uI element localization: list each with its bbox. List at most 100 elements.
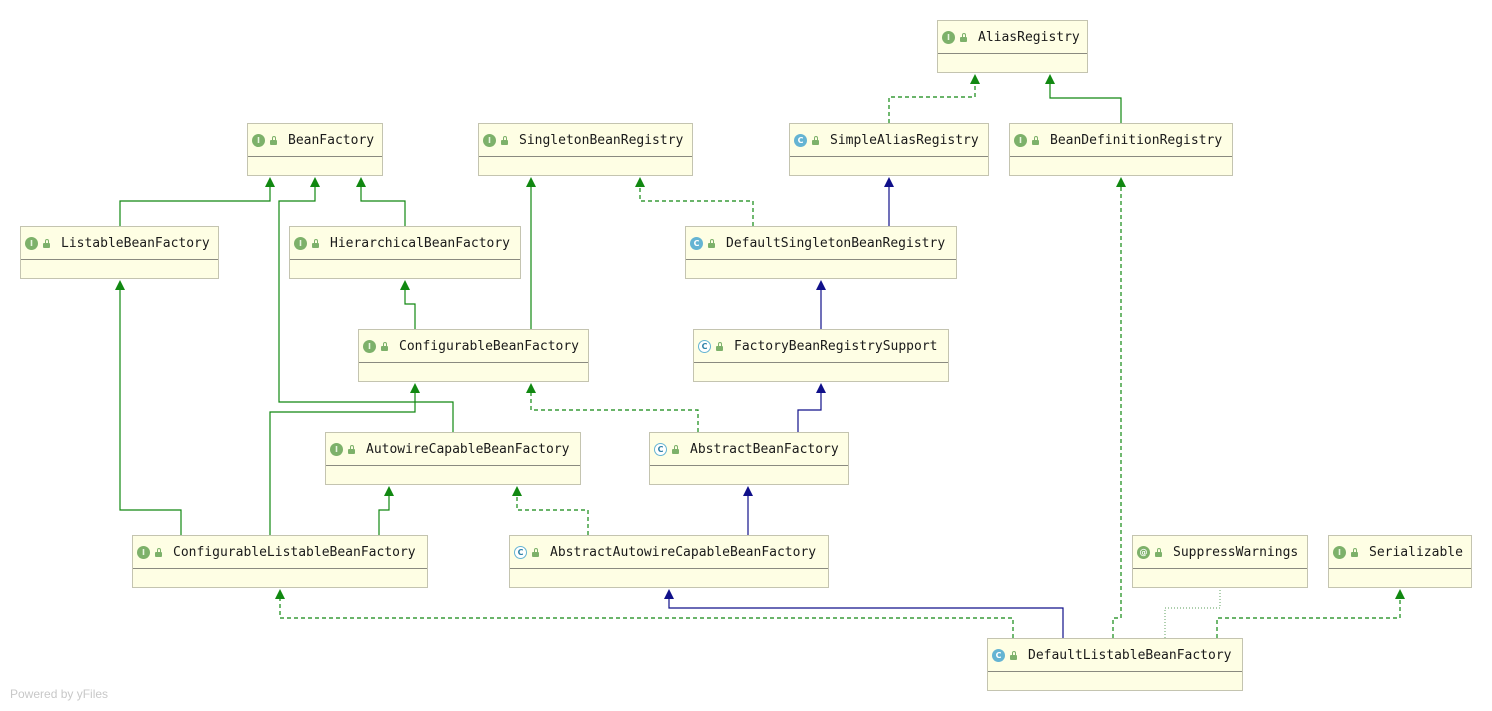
node-label: SimpleAliasRegistry [830,132,979,148]
edge-default-listable-bean-factory-to-configurable-listable-bean-factory [275,589,1014,638]
edge-default-listable-bean-factory-to-bean-definition-registry [1112,177,1126,638]
class-icon: C [794,133,807,147]
edge-abstract-bean-factory-to-factory-bean-registry-support [797,383,826,432]
edge-autowire-capable-bean-factory-to-bean-factory [278,177,454,432]
node-label: DefaultListableBeanFactory [1028,647,1232,663]
abstract-class-icon: C [514,545,527,559]
interface-icon: I [363,339,376,353]
footer-credit: Powered by yFiles [10,687,109,701]
node-header: I ListableBeanFactory [21,227,218,260]
node-listable-bean-factory[interactable]: I ListableBeanFactory [20,226,219,279]
annotation-icon: @ [1137,545,1150,559]
arrowhead [743,486,753,496]
arrowhead [265,177,275,187]
edge-configurable-listable-bean-factory-to-autowire-capable-bean-factory [378,486,394,535]
edge-abstract-bean-factory-to-configurable-bean-factory [526,383,699,432]
unlock-icon [707,238,716,248]
unlock-icon [1154,547,1163,557]
arrowhead [970,74,980,84]
arrowhead [816,383,826,393]
interface-icon: I [294,236,307,250]
interface-icon: I [942,30,955,44]
arrowhead [1395,589,1405,599]
arrowhead [384,486,394,496]
node-suppress-warnings[interactable]: @ SuppressWarnings [1132,535,1308,588]
arrowhead [512,486,522,496]
edge-default-singleton-bean-registry-to-singleton-bean-registry [635,177,754,226]
unlock-icon [154,547,163,557]
edge-default-singleton-bean-registry-to-simple-alias-registry [884,177,894,226]
abstract-class-icon: C [654,442,667,456]
edge-factory-bean-registry-support-to-default-singleton-bean-registry [816,280,826,329]
node-abstract-autowire-capable-bean-factory[interactable]: C AbstractAutowireCapableBeanFactory [509,535,829,588]
abstract-class-icon: C [698,339,711,353]
unlock-icon [531,547,540,557]
node-factory-bean-registry-support[interactable]: C FactoryBeanRegistrySupport [693,329,949,382]
unlock-icon [380,341,389,351]
interface-icon: I [25,236,38,250]
interface-icon: I [1014,133,1027,147]
node-default-listable-bean-factory[interactable]: C DefaultListableBeanFactory [987,638,1243,691]
edge-default-listable-bean-factory-to-abstract-autowire-capable-bean-factory [664,589,1064,638]
node-label: ConfigurableListableBeanFactory [173,544,416,560]
arrowhead [526,177,536,187]
node-label: HierarchicalBeanFactory [330,235,511,251]
edge-configurable-listable-bean-factory-to-listable-bean-factory [115,280,182,535]
node-label: AutowireCapableBeanFactory [366,441,570,457]
node-header: C DefaultListableBeanFactory [988,639,1242,672]
node-simple-alias-registry[interactable]: C SimpleAliasRegistry [789,123,989,176]
node-header: C FactoryBeanRegistrySupport [694,330,948,363]
arrowhead [310,177,320,187]
node-header: I ConfigurableBeanFactory [359,330,588,363]
unlock-icon [500,135,509,145]
node-label: SuppressWarnings [1173,544,1299,560]
arrowhead [816,280,826,290]
node-configurable-bean-factory[interactable]: I ConfigurableBeanFactory [358,329,589,382]
node-header: C AbstractAutowireCapableBeanFactory [510,536,828,569]
node-label: ListableBeanFactory [61,235,210,251]
arrowhead [635,177,645,187]
class-icon: C [992,648,1005,662]
node-header: @ SuppressWarnings [1133,536,1307,569]
edge-abstract-autowire-capable-bean-factory-to-abstract-bean-factory [743,486,753,535]
arrowhead [526,383,536,393]
unlock-icon [1350,547,1359,557]
unlock-icon [42,238,51,248]
interface-icon: I [483,133,496,147]
arrowhead [664,589,674,599]
arrowhead [275,589,285,599]
edge-default-listable-bean-factory-to-suppress-warnings [1164,589,1221,638]
node-label: ConfigurableBeanFactory [399,338,580,354]
unlock-icon [347,444,356,454]
node-label: FactoryBeanRegistrySupport [734,338,938,354]
edge-bean-definition-registry-to-alias-registry [1045,74,1122,123]
arrowhead [356,177,366,187]
node-hierarchical-bean-factory[interactable]: I HierarchicalBeanFactory [289,226,521,279]
arrowhead [1116,177,1126,187]
interface-icon: I [252,133,265,147]
node-label: AbstractAutowireCapableBeanFactory [550,544,817,560]
arrowhead [115,280,125,290]
edge-listable-bean-factory-to-bean-factory [119,177,275,226]
unlock-icon [811,135,820,145]
edge-default-listable-bean-factory-to-serializable [1216,589,1405,638]
unlock-icon [1031,135,1040,145]
edge-configurable-bean-factory-to-hierarchical-bean-factory [400,280,416,329]
